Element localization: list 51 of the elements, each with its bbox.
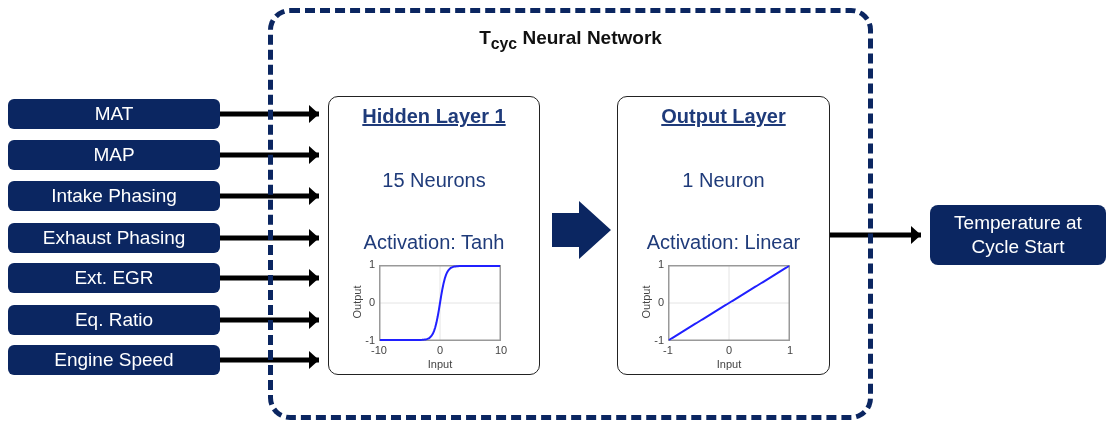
arrow [220, 311, 319, 329]
arrow [220, 351, 319, 369]
arrow [220, 187, 319, 205]
axis-label: Output [351, 285, 363, 319]
layer-box [328, 96, 540, 375]
layer-heading: Hidden Layer 1 [362, 105, 506, 128]
input-label: Intake Phasing [51, 185, 177, 207]
axis-label: Output [640, 285, 652, 319]
tick-label: 0 [368, 296, 375, 308]
activation-label: Activation: Linear [646, 231, 801, 254]
neuron-count: 1 Neuron [682, 169, 765, 192]
tick-label: 10 [494, 344, 508, 356]
output-box [930, 205, 1106, 265]
input-box [8, 345, 220, 375]
neuron-count: 15 Neurons [382, 169, 486, 192]
layer-heading: Output Layer [661, 105, 786, 128]
input-label: Exhaust Phasing [42, 227, 186, 249]
network-title: T$_{cyc}$ Neural Network [479, 27, 662, 53]
layer-box [617, 96, 830, 375]
input-label: Eq. Ratio [74, 309, 154, 331]
arrow [830, 226, 921, 244]
tick-label: -1 [654, 334, 664, 346]
network-frame [268, 8, 873, 420]
input-box [8, 99, 220, 129]
input-box [8, 305, 220, 335]
tick-label: 1 [786, 344, 794, 356]
tick-label: 0 [436, 344, 444, 356]
tick-label: -10 [371, 344, 387, 356]
output-label: Temperature at Cycle Start [953, 211, 1083, 259]
arrow [220, 105, 319, 123]
input-label: MAP [93, 144, 135, 166]
input-label: MAT [94, 103, 134, 125]
axis-label: Input [716, 358, 742, 370]
tick-label: 1 [368, 258, 375, 270]
input-label: Ext. EGR [74, 267, 154, 289]
tick-label: -1 [365, 334, 375, 346]
arrow [220, 269, 319, 287]
block-arrow [552, 201, 611, 259]
input-box [8, 223, 220, 253]
activation-label: Activation: Tanh [363, 231, 505, 254]
arrow [220, 146, 319, 164]
tick-label: -1 [663, 344, 673, 356]
input-label: Engine Speed [54, 349, 174, 371]
input-box [8, 263, 220, 293]
tick-label: 1 [657, 258, 664, 270]
arrow [220, 229, 319, 247]
tick-label: 0 [657, 296, 664, 308]
input-box [8, 181, 220, 211]
axis-label: Input [427, 358, 453, 370]
tick-label: 0 [725, 344, 733, 356]
input-box [8, 140, 220, 170]
